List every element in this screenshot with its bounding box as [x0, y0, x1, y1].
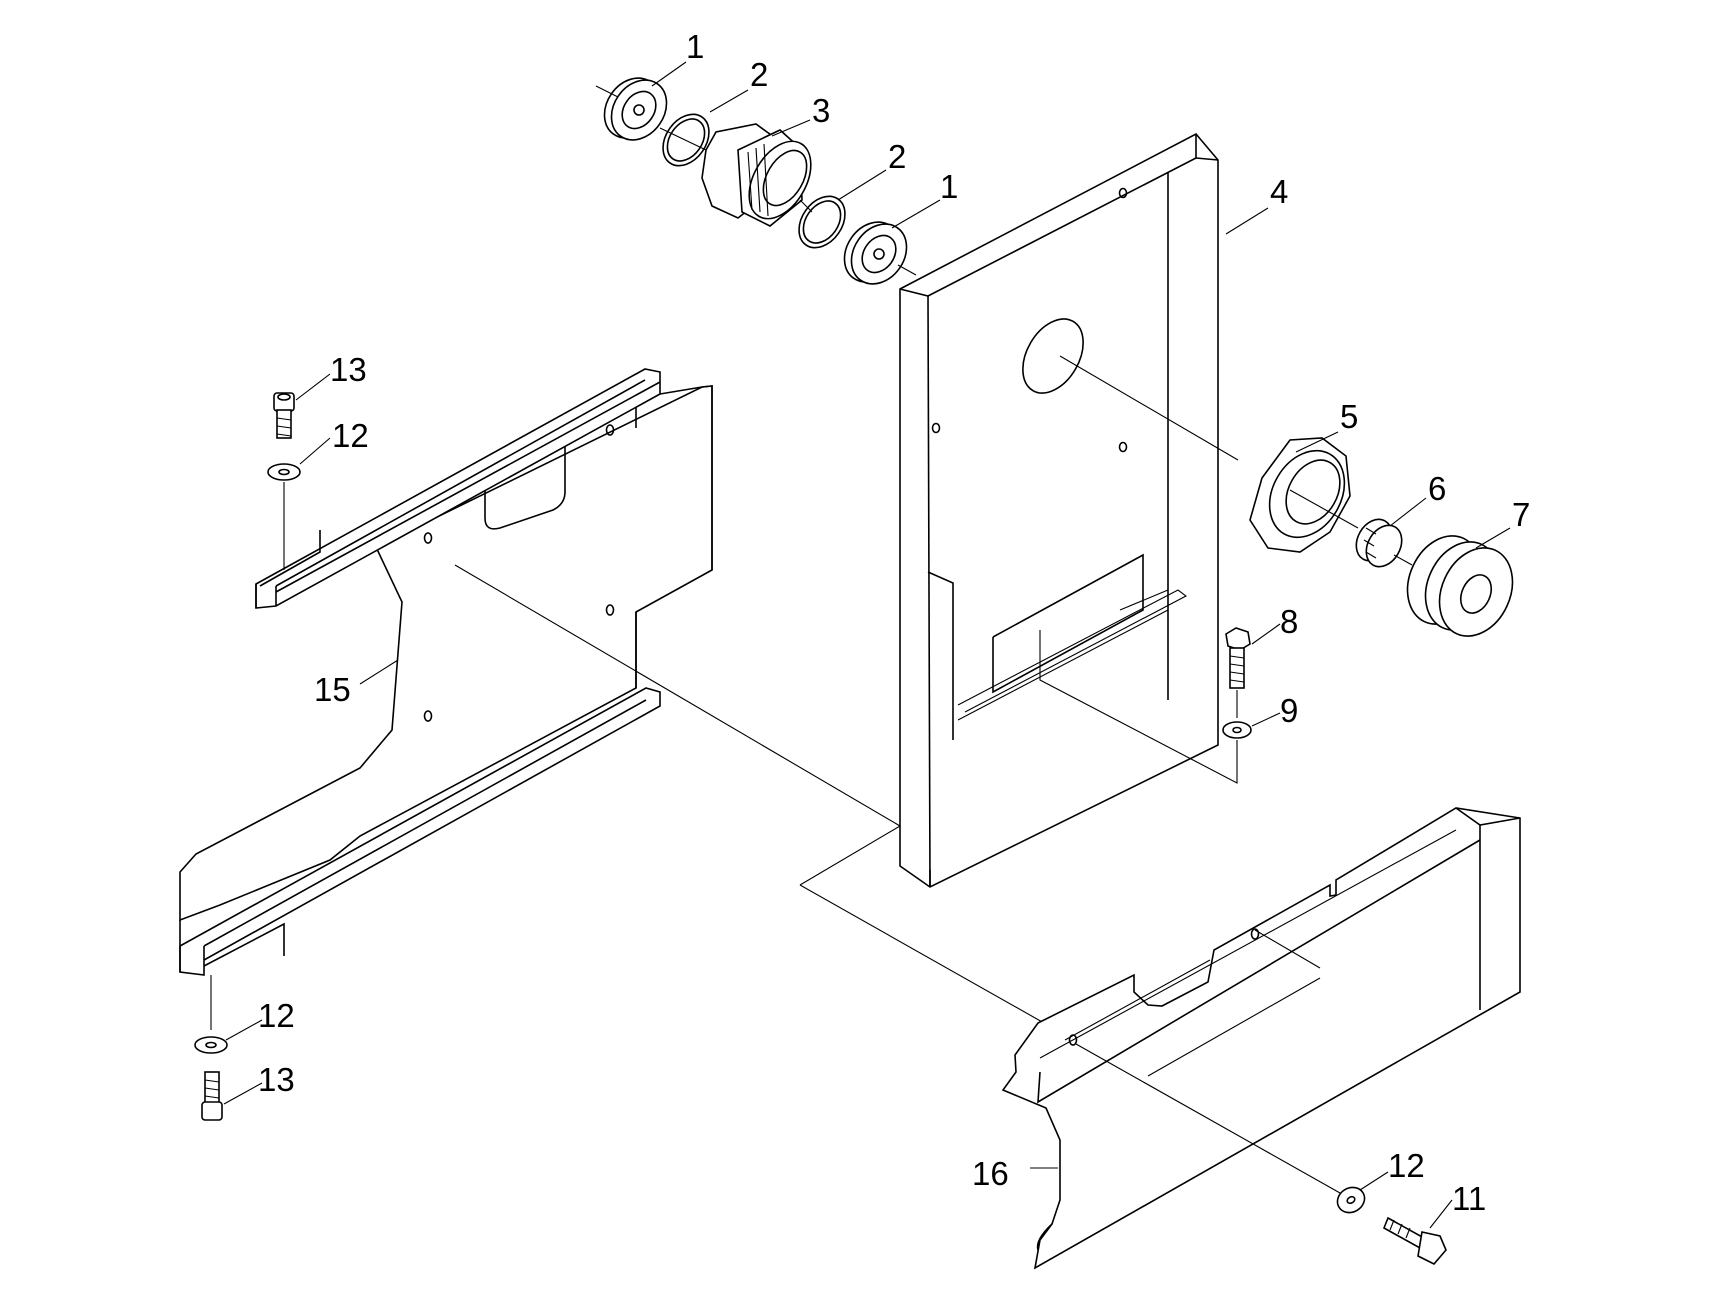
part-7-grooved-wheel: [1406, 535, 1514, 637]
callout-4: 4: [1270, 173, 1288, 210]
callout-labels: 1 2 3 2 1 4 5 6 7 8 9 13 12 15 12 13 16 …: [258, 28, 1530, 1217]
callout-13-upper: 13: [330, 351, 367, 388]
part-12-washer-lower: [194, 975, 228, 1054]
part-5-slotted-nut: [1249, 437, 1359, 553]
part-4-housing: [899, 132, 1239, 888]
part-2-circlip-lower: [798, 195, 846, 249]
callout-7: 7: [1512, 496, 1530, 533]
part-12-washer-upper: [267, 463, 301, 570]
callout-15: 15: [314, 671, 351, 708]
part-8-hex-bolt: [1225, 627, 1251, 718]
callout-6: 6: [1428, 470, 1446, 507]
callout-12-lower: 12: [258, 997, 295, 1034]
callout-11: 11: [1452, 1180, 1486, 1217]
part-1-bearing-lower: [843, 221, 917, 285]
part-9-washer: [1039, 630, 1252, 784]
callout-3: 3: [812, 92, 830, 129]
callout-16: 16: [972, 1155, 1009, 1192]
part-1-bearing-upper: [595, 77, 668, 141]
callout-13-lower: 13: [258, 1061, 295, 1098]
part-13-cap-screw-lower: [201, 825, 1045, 1121]
callout-12-right: 12: [1388, 1147, 1425, 1184]
part-13-cap-screw-upper: [273, 392, 295, 439]
callout-2-lower: 2: [888, 138, 906, 175]
part-6-knurled-bush: [1355, 518, 1413, 568]
part-3-threaded-sleeve: [659, 123, 812, 227]
part-16-cover: [1001, 807, 1521, 1270]
callout-12-upper: 12: [332, 417, 369, 454]
callout-5: 5: [1340, 398, 1358, 435]
callout-1-lower: 1: [940, 168, 958, 205]
part-12-washer-right: [1336, 1186, 1366, 1214]
part-15-side-plate: [179, 368, 901, 976]
callout-8: 8: [1280, 603, 1298, 640]
part-2-circlip-upper: [662, 113, 710, 167]
callout-2-upper: 2: [750, 56, 768, 93]
leader-lines: [223, 61, 1511, 1229]
callout-1-upper: 1: [686, 28, 704, 65]
callout-9: 9: [1280, 692, 1298, 729]
part-11-bolt: [1382, 1216, 1447, 1265]
